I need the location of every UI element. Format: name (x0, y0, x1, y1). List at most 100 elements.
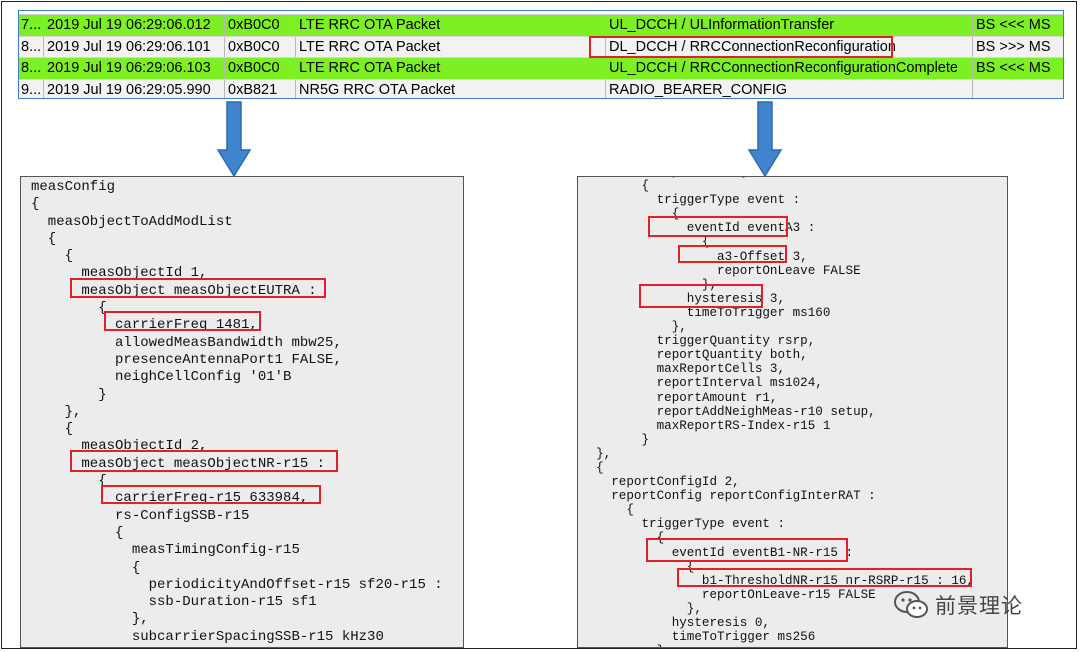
code-line: }, (31, 611, 149, 628)
code-line: measObjectToAddModList (31, 213, 233, 230)
highlight-box-meas-object-nr (70, 450, 338, 472)
code-line: presenceAntennaPort1 FALSE, (31, 351, 342, 368)
code-line: a3-Offset 3, (581, 249, 808, 264)
log-cell-message: UL_DCCH / RRCConnectionReconfigurationCo… (609, 60, 958, 76)
log-cell-direction: BS <<< MS (976, 60, 1051, 76)
log-cell-message: UL_DCCH / ULInformationTransfer (609, 17, 835, 33)
code-line: { (581, 179, 650, 194)
code-line: reportConfig reportConfigInterRAT : (581, 489, 876, 504)
log-cell-message: DL_DCCH / RRCConnectionReconfiguration (609, 38, 896, 55)
code-line: { (581, 235, 710, 250)
log-cell-index: 9... (21, 81, 41, 98)
code-line: periodicityAndOffset-r15 sf20-r15 : (31, 576, 443, 593)
column-divider (224, 36, 225, 57)
highlight-box-rrc-reconfiguration (589, 36, 893, 58)
log-cell-direction: BS <<< MS (976, 17, 1051, 33)
column-divider (224, 58, 225, 79)
log-cell-index: 7... (21, 17, 41, 33)
highlight-box-meas-object-eutra (70, 278, 326, 298)
code-line: measObject measObjectNR-r15 : (31, 455, 326, 472)
code-line: neighCellConfig '01'B (31, 369, 292, 386)
code-line: measConfig (31, 179, 116, 195)
highlight-box-a3-offset (678, 245, 787, 263)
code-line: maxReportCells 3, (581, 362, 786, 377)
log-cell-time: 2019 Jul 19 06:29:06.103 (47, 60, 211, 76)
code-line: reportInterval ms1024, (581, 376, 823, 391)
column-divider (605, 15, 606, 36)
code-line: triggerQuantity rsrp, (581, 334, 816, 349)
wechat-icon (894, 591, 928, 618)
code-line: measObjectId 1, (31, 265, 208, 282)
column-divider (972, 36, 973, 57)
log-cell-index: 8... (21, 60, 41, 76)
code-line: triggerType event : (581, 193, 801, 208)
log-top-strip (19, 11, 1063, 15)
column-divider (295, 36, 296, 57)
down-arrow-icon-right (747, 101, 783, 178)
column-divider (295, 15, 296, 36)
log-cell-index: 8... (21, 38, 41, 55)
code-line: measObject measObjectEUTRA : (31, 282, 317, 299)
highlight-box-hysteresis (639, 284, 763, 308)
code-line: { (581, 503, 634, 518)
column-divider (972, 15, 973, 36)
meas-object-config-panel: measConfig{ measObjectToAddModList { { m… (20, 176, 464, 648)
code-line: hysteresis 3, (581, 291, 786, 306)
log-cell-direction: BS >>> MS (976, 38, 1051, 55)
code-line: timeToTrigger ms256 (581, 630, 816, 645)
log-cell-code: 0xB0C0 (228, 60, 280, 76)
code-line: { (31, 524, 124, 541)
code-line: }, (581, 446, 612, 461)
column-divider (295, 58, 296, 79)
code-line: { (31, 559, 141, 576)
code-line: hysteresis 0, (581, 616, 770, 630)
code-line: reportAmount r1, (581, 390, 778, 405)
highlight-box-b1-threshold (677, 568, 972, 587)
code-line: { (31, 196, 40, 213)
code-line: eventId eventB1-NR-r15 : (581, 545, 854, 560)
highlight-box-event-b1 (646, 538, 848, 562)
code-line: } (31, 386, 107, 403)
code-line: }, (581, 644, 1007, 647)
code-line: }, (581, 320, 687, 335)
code-line: }, (31, 403, 82, 420)
code-line: { (31, 230, 57, 247)
code-line: { (31, 421, 74, 438)
log-cell-code: 0xB821 (228, 81, 278, 98)
code-line: }, (581, 601, 702, 616)
code-line: triggerType event : (581, 517, 786, 532)
code-line: reportOnLeave-r15 FALSE (581, 587, 876, 602)
code-line: { (581, 207, 680, 222)
code-line: reportOnLeave FALSE (581, 263, 861, 278)
code-line: maxReportRS-Index-r15 1 (581, 418, 831, 433)
code-line: rs-ConfigSSB-r15 (31, 507, 250, 524)
code-line: timeToTrigger ms160 (581, 305, 831, 320)
code-line: b1-ThresholdNR-r15 nr-RSRP-r15 : 16, (581, 573, 974, 588)
code-line: reportAddNeighMeas-r10 setup, (581, 404, 876, 419)
column-divider (43, 58, 44, 79)
column-divider (224, 15, 225, 36)
code-line: reportConfigId 2, (581, 475, 740, 490)
code-line: eventId eventA3 : (581, 221, 816, 236)
code-line: { (581, 559, 695, 574)
code-line: { (31, 473, 107, 490)
highlight-box-carrier-freq-nr (101, 485, 321, 504)
log-cell-time: 2019 Jul 19 06:29:05.990 (47, 81, 211, 98)
report-config-code: reportConfigEUTRA : { triggerType event … (578, 177, 1007, 647)
code-line: { (581, 460, 604, 475)
code-line: ssb-Duration-r15 sf1 (31, 594, 317, 611)
column-divider (43, 36, 44, 57)
log-cell-type: LTE RRC OTA Packet (299, 17, 441, 33)
code-line: reportConfigEUTRA : (581, 177, 1007, 179)
column-divider (605, 79, 606, 98)
code-line: } (581, 432, 650, 447)
column-divider (224, 79, 225, 98)
column-divider (972, 58, 973, 79)
